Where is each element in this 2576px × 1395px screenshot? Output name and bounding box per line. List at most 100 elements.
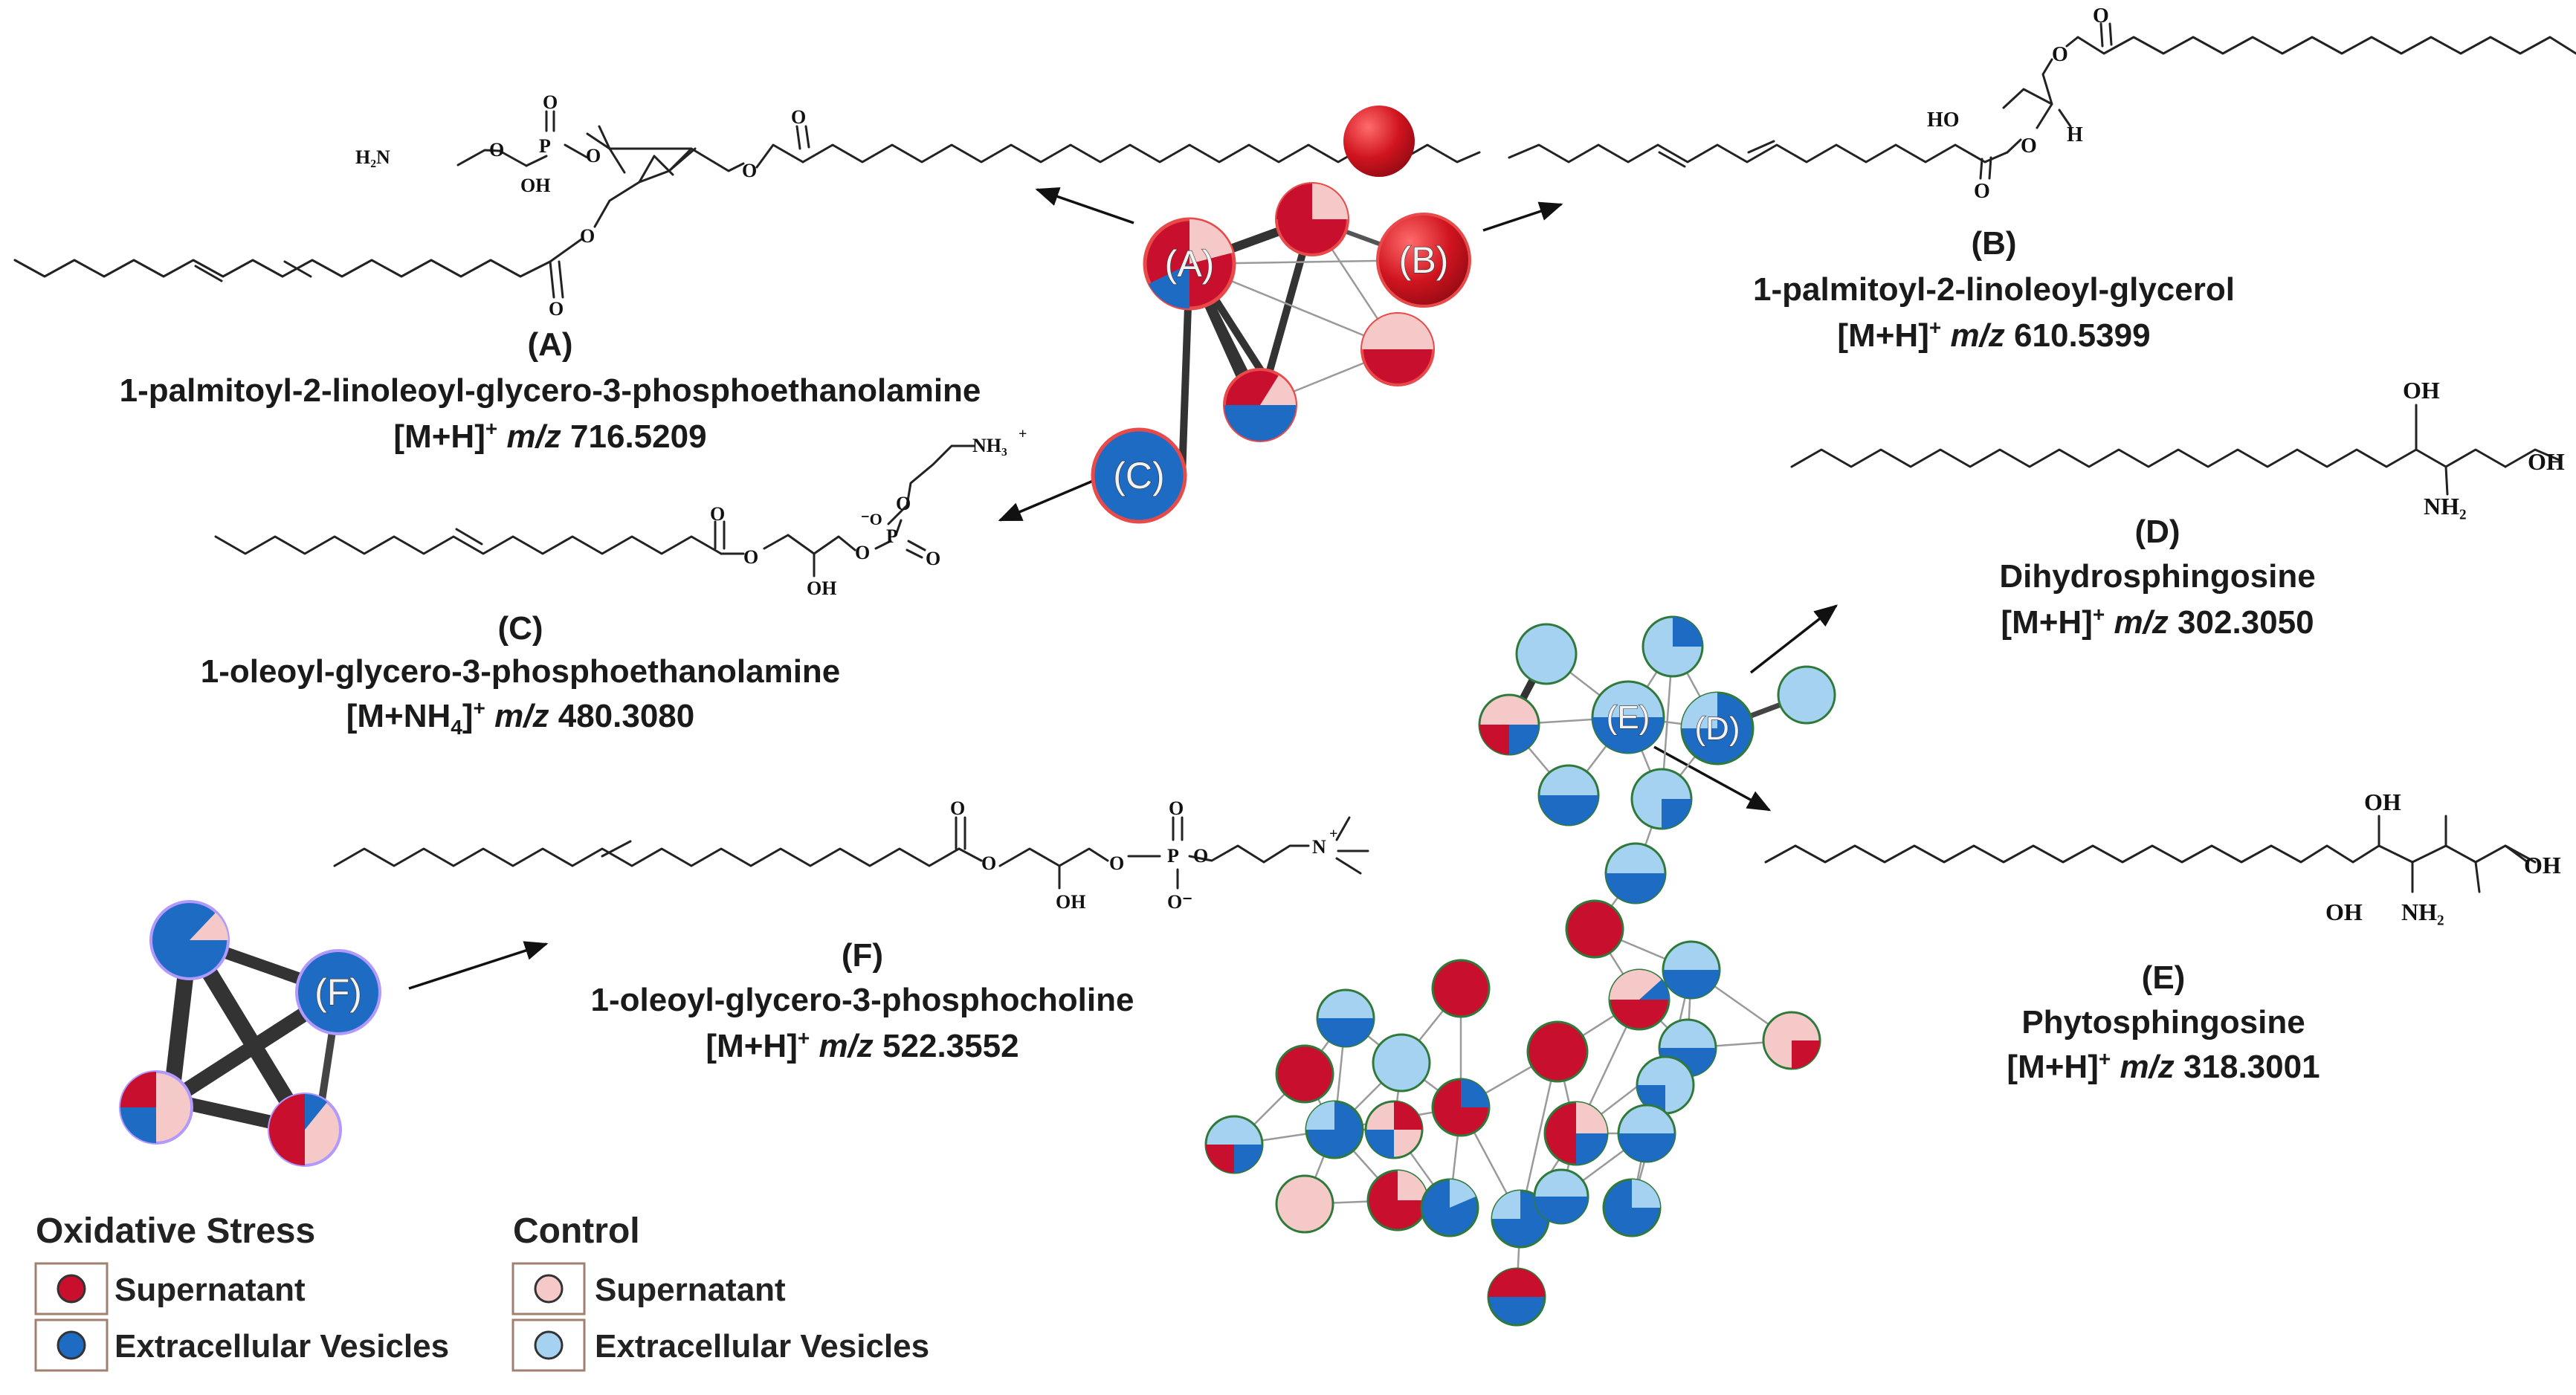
caption-a: (A) 1-palmitoyl-2-linoleoyl-glycero-3-ph… bbox=[120, 326, 981, 455]
arrow-to-c bbox=[998, 478, 1097, 522]
node-label-a: (A) bbox=[1165, 243, 1215, 285]
caption-d: (D) Dihydrosphingosine [M+H]+ m/z 302.30… bbox=[1999, 514, 2315, 641]
atom-oh: OH bbox=[2528, 448, 2565, 475]
node bbox=[1364, 1100, 1424, 1159]
node bbox=[1537, 764, 1600, 826]
node-label-c: (C) bbox=[1113, 455, 1164, 496]
node-label-d: (D) bbox=[1694, 711, 1740, 747]
compound-name: 1-oleoyl-glycero-3-phosphocholine bbox=[591, 982, 1134, 1018]
legend-swatch-box bbox=[511, 1262, 586, 1315]
atom-o: O bbox=[2093, 4, 2109, 27]
atom-nh2: NH₂ bbox=[2424, 493, 2467, 520]
node-label-e: (E) bbox=[1607, 699, 1650, 736]
legend-ctrl-vesicles-label: Extracellular Vesicles bbox=[595, 1328, 929, 1365]
atom-oh: OH bbox=[2524, 852, 2561, 878]
atom-o: O bbox=[489, 139, 504, 161]
node bbox=[1543, 1101, 1609, 1166]
network-de: (E) (D) bbox=[1204, 615, 1836, 1327]
atom-o: O bbox=[742, 160, 757, 181]
atom-nh3: NH₃ bbox=[972, 435, 1007, 456]
caption-e: (E) Phytosphingosine [M+H]+ m/z 318.3001 bbox=[2007, 959, 2320, 1085]
pointer-arrows bbox=[408, 187, 1839, 990]
compound-name: 1-palmitoyl-2-linoleoyl-glycero-3-phosph… bbox=[120, 372, 981, 409]
node-label-b: (B) bbox=[1399, 239, 1449, 281]
structure-d: OH OH NH₂ bbox=[1790, 377, 2565, 520]
legend-swatch-box bbox=[511, 1318, 586, 1372]
atom-o: O bbox=[896, 493, 911, 514]
structure-f: O O OH O P O O⁻ O N + bbox=[333, 797, 1369, 913]
atom-oh: OH bbox=[2325, 899, 2363, 925]
legend-os-vesicles-swatch bbox=[57, 1330, 86, 1360]
atom-o: O bbox=[1169, 797, 1184, 819]
atom-ho: HO bbox=[1927, 109, 1960, 132]
atom-oh: OH bbox=[2364, 789, 2401, 815]
structure-c: O O OH O P O ⁻O O NH₃ + bbox=[214, 426, 1027, 599]
node bbox=[119, 1070, 193, 1145]
node-e: (E) bbox=[1591, 680, 1665, 754]
legend-ctrl-vesicles-swatch bbox=[534, 1330, 564, 1360]
atom-oh: OH bbox=[2403, 377, 2440, 404]
compound-name: 1-palmitoyl-2-linoleoyl-glycerol bbox=[1753, 271, 2235, 308]
atom-o: O bbox=[586, 145, 601, 166]
legend: Oxidative Stress Supernatant Extracellul… bbox=[34, 1211, 929, 1372]
legend-oxidative-title: Oxidative Stress bbox=[36, 1211, 315, 1251]
node-a: (A) bbox=[1143, 217, 1236, 311]
network-f-nodes: (F) bbox=[119, 900, 381, 1167]
node bbox=[1526, 1020, 1589, 1083]
node bbox=[1478, 693, 1540, 756]
atom-p: P bbox=[1167, 845, 1179, 867]
node bbox=[1630, 768, 1693, 830]
node bbox=[1662, 940, 1721, 1000]
atom-oh: OH bbox=[807, 577, 836, 599]
compound-name: 1-oleoyl-glycero-3-phosphoethanolamine bbox=[201, 653, 841, 690]
arrow-to-e bbox=[1653, 745, 1772, 812]
node bbox=[1617, 1104, 1676, 1163]
legend-ctrl-supernatant-swatch bbox=[534, 1274, 564, 1304]
atom-o: O bbox=[855, 542, 870, 563]
node bbox=[1204, 1115, 1264, 1174]
atom-o-minus: ⁻O bbox=[861, 510, 882, 528]
legend-os-supernatant-label: Supernatant bbox=[114, 1272, 306, 1308]
compound-letter: (B) bbox=[1971, 225, 2016, 262]
node bbox=[1316, 988, 1375, 1048]
atom-o: O bbox=[543, 91, 558, 113]
structure-a: H₂N P O O O OH O O O O bbox=[13, 91, 1481, 320]
node-f: (F) bbox=[295, 949, 381, 1035]
node bbox=[1275, 1044, 1334, 1104]
node bbox=[1608, 968, 1670, 1031]
node bbox=[1762, 1011, 1821, 1070]
node bbox=[1420, 1178, 1479, 1237]
node bbox=[149, 900, 230, 980]
network-abc-nodes: (A) (B) (C) bbox=[1091, 106, 1471, 524]
node bbox=[1487, 1267, 1546, 1327]
ion-mz: [M+H]+ m/z 522.3552 bbox=[706, 1026, 1019, 1064]
atom-o: O bbox=[710, 503, 725, 525]
atom-o: O bbox=[981, 852, 996, 874]
arrow-to-d bbox=[1749, 604, 1839, 674]
atom-o: O bbox=[1193, 845, 1208, 867]
legend-swatch-box bbox=[34, 1318, 109, 1372]
structure-e: OH OH NH₂ OH bbox=[1764, 789, 2561, 925]
atom-o: O bbox=[549, 298, 564, 320]
atom-o-minus: O⁻ bbox=[1167, 891, 1192, 913]
atom-nh2: NH₂ bbox=[2401, 899, 2444, 925]
atom-o: O bbox=[580, 225, 595, 247]
node bbox=[1275, 182, 1349, 256]
compound-name: Dihydrosphingosine bbox=[1999, 558, 2315, 595]
structure-b: HO H O O O O bbox=[1508, 4, 2576, 203]
ion-mz: [M+H]+ m/z 716.5209 bbox=[393, 417, 706, 455]
node bbox=[1642, 615, 1704, 678]
node bbox=[1366, 1169, 1429, 1231]
network-de-nodes: (E) (D) bbox=[1204, 615, 1836, 1327]
legend-control-title: Control bbox=[513, 1211, 640, 1251]
atom-p: P bbox=[539, 135, 551, 157]
node-b: (B) bbox=[1376, 213, 1471, 308]
node bbox=[1360, 312, 1435, 386]
caption-f: (F) 1-oleoyl-glycero-3-phosphocholine [M… bbox=[591, 937, 1134, 1064]
atom-h: H bbox=[2067, 123, 2083, 146]
node bbox=[1372, 1033, 1431, 1093]
node bbox=[1533, 1168, 1589, 1225]
compound-letter: (D) bbox=[2134, 514, 2180, 550]
caption-b: (B) 1-palmitoyl-2-linoleoyl-glycerol [M+… bbox=[1753, 225, 2235, 354]
compound-letter: (F) bbox=[842, 937, 883, 974]
